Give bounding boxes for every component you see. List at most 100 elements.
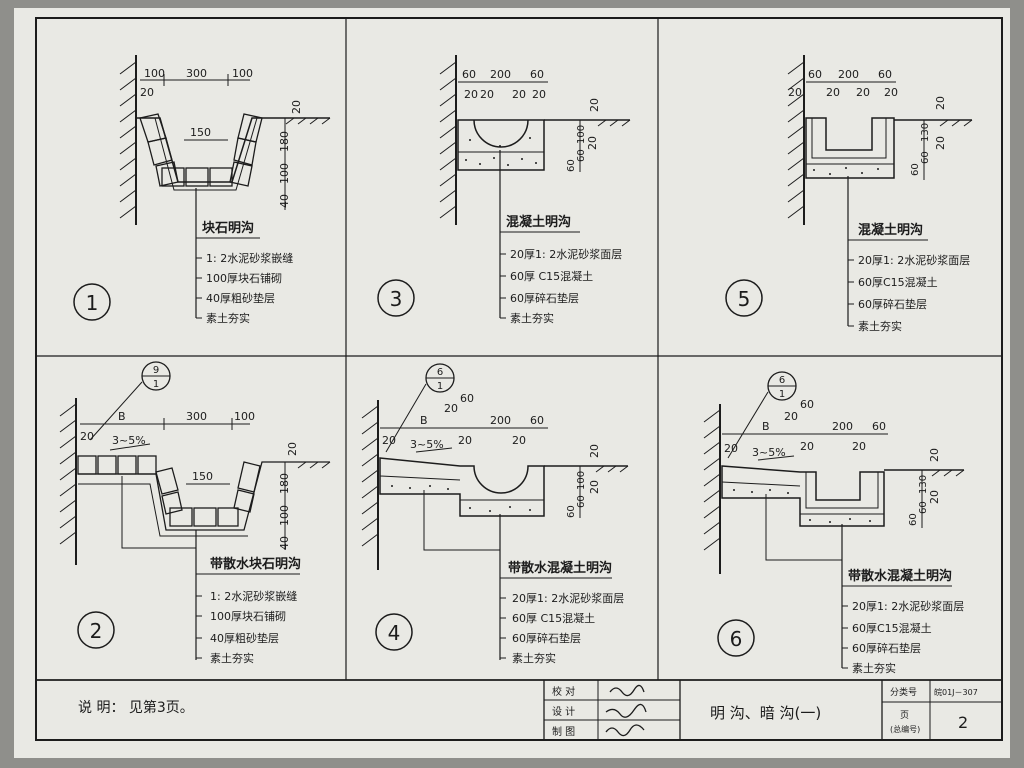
panel-2: B 300 100 20 20 3~5% 150 180 100 40 9 1 … bbox=[59, 361, 331, 665]
dim-m: 60 bbox=[800, 398, 814, 411]
wall-hatch bbox=[119, 55, 137, 225]
section-title: 带散水块石明沟 bbox=[210, 556, 301, 572]
dim-c: 100 bbox=[234, 410, 255, 423]
dim-c: 60 bbox=[530, 68, 544, 81]
dim-g: 20 bbox=[512, 434, 526, 447]
dim-k: 60 bbox=[566, 159, 577, 172]
dim-a: 60 bbox=[462, 68, 476, 81]
detail-number-circle bbox=[73, 283, 111, 321]
layer-4: 素土夯实 bbox=[852, 661, 896, 675]
dim-f: 20 bbox=[856, 86, 870, 99]
dim-h: 20 bbox=[928, 448, 941, 462]
layer-4: 素土夯实 bbox=[512, 651, 556, 665]
panel-1: 100 300 100 20 20 150 180 100 40 块石明沟 1:… bbox=[73, 55, 331, 325]
dim-k: 60 bbox=[910, 163, 921, 176]
dim-d: 20 bbox=[80, 430, 94, 443]
trench-outline bbox=[136, 117, 330, 183]
dim-f: 150 bbox=[192, 470, 213, 483]
dim-e: 20 bbox=[382, 434, 396, 447]
dim-l: 20 bbox=[928, 490, 941, 504]
dim-e: 20 bbox=[286, 442, 299, 456]
dim-d: 20 bbox=[140, 86, 154, 99]
layer-4: 素土夯实 bbox=[510, 311, 554, 325]
sheet-border bbox=[35, 17, 1003, 741]
detail-number-circle bbox=[377, 279, 415, 317]
wall-hatch bbox=[787, 55, 805, 225]
dim-j: 60 bbox=[576, 495, 587, 508]
page-number: 2 bbox=[958, 713, 968, 732]
layer-4: 素土夯实 bbox=[206, 311, 250, 325]
wall-hatch bbox=[439, 55, 457, 225]
layer-1: 20厚1: 2水泥砂浆面层 bbox=[852, 599, 964, 613]
slope-label: 3~5% bbox=[410, 438, 444, 451]
layer-1: 20厚1: 2水泥砂浆面层 bbox=[858, 253, 970, 267]
dim-e: 20 bbox=[290, 100, 303, 114]
category-value: 皖01J－307 bbox=[934, 687, 978, 697]
detail-number-circle bbox=[717, 619, 755, 657]
concrete-block bbox=[457, 119, 545, 171]
detail-ref-bottom: 1 bbox=[153, 379, 159, 390]
dim-i: 130 bbox=[920, 123, 931, 142]
dim-g: 20 bbox=[852, 440, 866, 453]
detail-number-circle bbox=[375, 613, 413, 651]
layer-3: 60厚碎石垫层 bbox=[510, 291, 579, 305]
dim-c: 60 bbox=[872, 420, 886, 433]
dim-a: 60 bbox=[808, 68, 822, 81]
dim-l: 20 bbox=[934, 136, 947, 150]
wall-hatch bbox=[59, 398, 77, 565]
dim-c: 100 bbox=[232, 67, 253, 80]
layer-3: 60厚碎石垫层 bbox=[512, 631, 581, 645]
dim-i: 40 bbox=[278, 194, 291, 208]
dim-d: 20 bbox=[444, 402, 458, 415]
detail-number: 4 bbox=[388, 621, 401, 645]
row-label-check: 校 对 bbox=[552, 685, 575, 698]
dim-i: 100 bbox=[576, 125, 587, 144]
channel-curve bbox=[473, 119, 529, 148]
dim-i: 40 bbox=[278, 536, 291, 550]
section-title: 带散水混凝土明沟 bbox=[848, 568, 952, 584]
dim-d: 20 bbox=[784, 410, 798, 423]
row-label-design: 设 计 bbox=[552, 705, 575, 718]
wall-hatch bbox=[703, 404, 721, 574]
section-title: 带散水混凝土明沟 bbox=[508, 560, 612, 576]
detail-number: 1 bbox=[86, 291, 99, 315]
dim-b: 200 bbox=[832, 420, 853, 433]
layer-3: 60厚碎石垫层 bbox=[858, 297, 927, 311]
dim-c: 60 bbox=[878, 68, 892, 81]
detail-number: 6 bbox=[730, 627, 743, 651]
dim-d: 20 bbox=[788, 86, 802, 99]
dim-h: 100 bbox=[278, 505, 291, 526]
detail-number-circle bbox=[725, 279, 763, 317]
dim-j: 60 bbox=[920, 151, 931, 164]
dim-c: 60 bbox=[530, 414, 544, 427]
dim-f: 150 bbox=[190, 126, 211, 139]
layer-4: 素土夯实 bbox=[210, 651, 254, 665]
dim-l: 20 bbox=[586, 136, 599, 150]
layer-2: 100厚块石铺砌 bbox=[210, 610, 286, 623]
detail-ref-bottom: 1 bbox=[779, 389, 785, 400]
layer-4: 素土夯实 bbox=[858, 319, 902, 333]
panel-3: 60 200 60 20 20 20 20 20 100 60 60 20 混凝… bbox=[377, 55, 631, 325]
dim-j: 60 bbox=[576, 149, 587, 162]
detail-ref-top: 6 bbox=[779, 375, 785, 386]
dim-h: 20 bbox=[588, 444, 601, 458]
layer-1: 1: 2水泥砂浆嵌缝 bbox=[206, 251, 293, 265]
page-sub-label: (总编号) bbox=[890, 724, 920, 734]
dim-g: 180 bbox=[278, 473, 291, 494]
dim-h: 100 bbox=[278, 163, 291, 184]
layer-2: 60厚 C15混凝土 bbox=[510, 269, 593, 283]
layer-2: 60厚C15混凝土 bbox=[852, 621, 932, 635]
ground-hatch bbox=[285, 117, 331, 125]
dim-a: 100 bbox=[144, 67, 165, 80]
gravel-dots bbox=[733, 489, 871, 523]
layer-1: 20厚1: 2水泥砂浆面层 bbox=[512, 591, 624, 605]
dim-a: B bbox=[762, 420, 770, 433]
note-text: 说 明： 见第3页。 bbox=[78, 699, 194, 716]
dim-i: 100 bbox=[576, 471, 587, 490]
dim-f: 20 bbox=[800, 440, 814, 453]
dim-h: 20 bbox=[934, 96, 947, 110]
stone-blocks bbox=[139, 113, 263, 187]
dim-d: 20 bbox=[464, 88, 478, 101]
drawing-title: 明 沟、暗 沟(一) bbox=[710, 704, 821, 722]
